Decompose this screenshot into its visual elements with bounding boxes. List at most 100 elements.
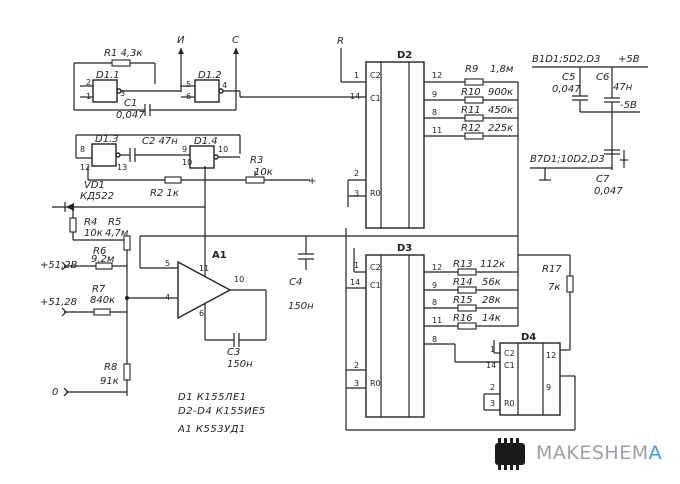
- svg-text:6: 6: [199, 309, 204, 318]
- label-r8: R8: [104, 362, 117, 373]
- svg-text:R14: R14: [453, 277, 473, 288]
- resistor-r17: [566, 275, 574, 293]
- gate-d1-1: [92, 79, 118, 103]
- svg-text:112к: 112к: [480, 259, 505, 270]
- svg-text:2: 2: [86, 78, 91, 87]
- svg-text:3: 3: [490, 399, 495, 408]
- svg-text:C2: C2: [370, 263, 381, 272]
- legend-line-3: А1 К553УД1: [177, 424, 246, 435]
- label-r6: R6: [93, 246, 106, 257]
- label-r2: R2 1к: [150, 188, 179, 199]
- svg-text:R11: R11: [461, 105, 481, 116]
- value-c3: 150н: [227, 359, 253, 370]
- svg-text:12: 12: [432, 71, 442, 80]
- svg-text:10: 10: [182, 158, 192, 167]
- resistor-r2: [164, 176, 182, 184]
- svg-text:9: 9: [432, 281, 437, 290]
- label-r7: R7: [92, 284, 106, 295]
- resistor-r9: [464, 78, 484, 86]
- label-a1: A1: [212, 250, 227, 261]
- svg-text:R17: R17: [542, 264, 562, 275]
- label-c6: C6: [596, 72, 609, 83]
- svg-text:13: 13: [117, 163, 127, 172]
- value-c6: 47н: [613, 82, 633, 93]
- svg-text:+: +: [308, 176, 316, 187]
- diode-vd1: [66, 203, 74, 211]
- input-zero: 0: [52, 387, 58, 398]
- label-d13: D1.3: [95, 134, 119, 145]
- svg-text:14: 14: [350, 278, 360, 287]
- svg-text:9: 9: [432, 90, 437, 99]
- label-h: И: [177, 35, 185, 46]
- label-d14: D1.4: [194, 136, 218, 147]
- label-r: R: [337, 36, 344, 47]
- label-r1: R1 4,3к: [104, 48, 142, 59]
- svg-text:2: 2: [354, 169, 359, 178]
- svg-text:4: 4: [165, 293, 170, 302]
- gate-d1-4: [189, 145, 215, 169]
- label-c4: C4: [289, 277, 302, 288]
- svg-text:11: 11: [432, 316, 442, 325]
- label-d4: D4: [521, 332, 536, 343]
- value-c4: 150н: [288, 301, 314, 312]
- opamp-a1: [177, 260, 232, 320]
- svg-text:10: 10: [218, 145, 228, 154]
- svg-text:9: 9: [546, 383, 551, 392]
- label-r3: R3: [250, 155, 263, 166]
- svg-text:R0: R0: [504, 399, 515, 408]
- resistor-r7: [93, 308, 111, 316]
- svg-text:3: 3: [354, 189, 359, 198]
- label-c2: C2 47н: [142, 136, 178, 147]
- label-r5: R5: [108, 217, 121, 228]
- legend-line-1: D1 К155ЛЕ1: [178, 392, 247, 403]
- input-plus51-28: +51,28: [40, 297, 77, 308]
- svg-text:56к: 56к: [482, 277, 501, 288]
- value-r7: 840к: [90, 295, 115, 306]
- resistor-r8: [123, 363, 131, 381]
- value-r4: 10к: [84, 228, 103, 239]
- svg-text:3: 3: [354, 379, 359, 388]
- svg-text:1: 1: [354, 261, 359, 270]
- svg-text:R13: R13: [453, 259, 473, 270]
- value-r6: 9,2м: [91, 254, 115, 265]
- svg-text:C1: C1: [504, 361, 515, 370]
- svg-text:14к: 14к: [482, 313, 501, 324]
- svg-text:9: 9: [182, 145, 187, 154]
- svg-text:2: 2: [490, 383, 495, 392]
- power-minus5: -5В: [620, 100, 637, 111]
- label-d11: D1.1: [96, 70, 120, 81]
- label-c1: C1: [124, 98, 137, 109]
- svg-text:C1: C1: [370, 94, 381, 103]
- label-vd1: VD1: [84, 180, 105, 191]
- value-c7: 0,047: [594, 186, 623, 197]
- label-c5: C5: [562, 72, 575, 83]
- svg-text:900к: 900к: [488, 87, 513, 98]
- svg-text:R9: R9: [465, 64, 478, 75]
- svg-text:5: 5: [165, 259, 170, 268]
- svg-text:28к: 28к: [482, 295, 501, 306]
- svg-text:450к: 450к: [488, 105, 513, 116]
- chip-logo-icon: [495, 438, 525, 470]
- svg-text:1,8м: 1,8м: [490, 64, 514, 75]
- power-vd7: В7D1;10D2,D3: [530, 154, 605, 165]
- svg-text:225к: 225к: [488, 123, 513, 134]
- svg-text:11: 11: [432, 126, 442, 135]
- svg-text:5: 5: [186, 80, 191, 89]
- watermark-logo: MAKESHEMA: [536, 442, 663, 464]
- svg-text:12: 12: [432, 263, 442, 272]
- svg-text:8: 8: [80, 145, 85, 154]
- label-c7: C7: [596, 174, 610, 185]
- svg-text:R10: R10: [461, 87, 481, 98]
- svg-text:8: 8: [432, 335, 437, 344]
- value-r8: 91к: [100, 376, 119, 387]
- svg-text:R0: R0: [370, 379, 381, 388]
- svg-text:12: 12: [546, 351, 556, 360]
- svg-text:R15: R15: [453, 295, 473, 306]
- gate-d1-2: [194, 79, 220, 103]
- type-vd1: КД522: [80, 191, 114, 202]
- input-plus51-2: +51,2В: [40, 260, 78, 271]
- svg-text:4: 4: [222, 81, 227, 90]
- legend-line-2: D2-D4 К155ИЕ5: [178, 406, 266, 417]
- svg-text:1: 1: [490, 345, 495, 354]
- gate-d1-3: [91, 143, 117, 167]
